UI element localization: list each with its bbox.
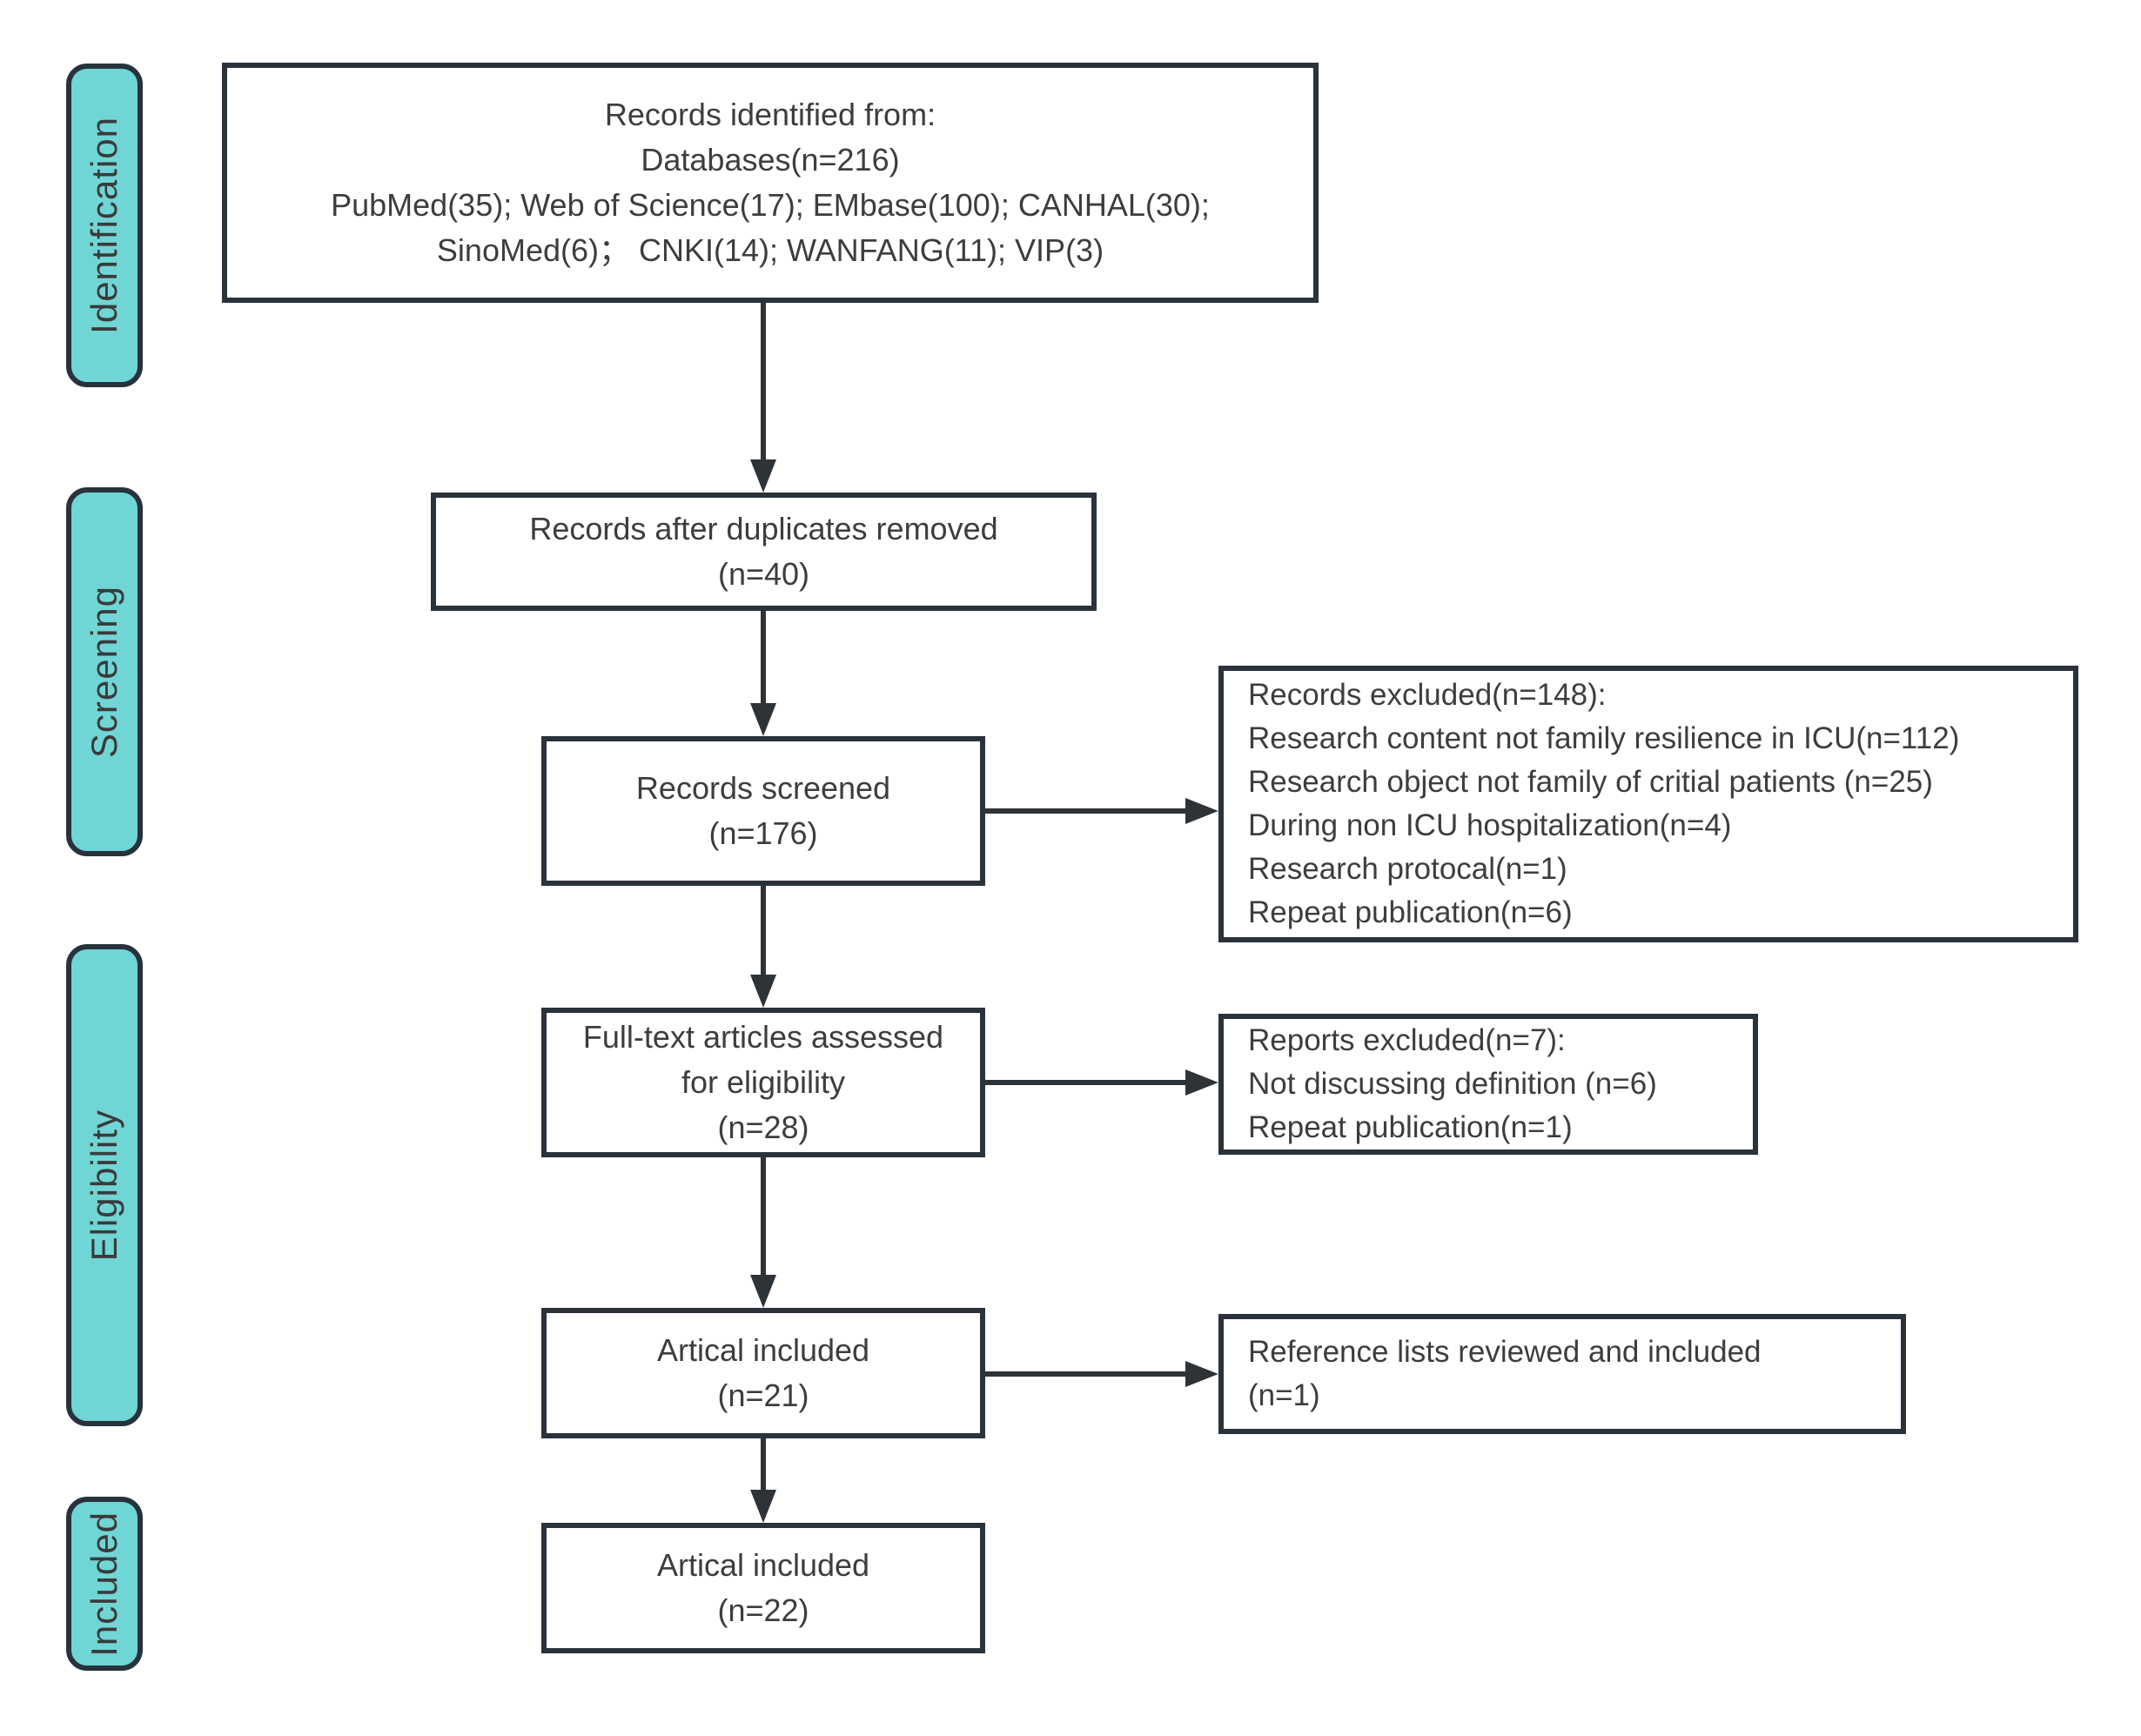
box-line: Records identified from: [604,97,936,132]
stage-label-eligibility: Eligibility [66,944,143,1426]
box-line: PubMed(35); Web of Science(17); EMbase(1… [331,187,1210,223]
box-article-included-21: Artical included (n=21) [541,1308,985,1438]
box-line: Records screened [635,770,891,806]
box-line: Reference lists reviewed and included [1248,1335,1762,1369]
box-line: Repeat publication(n=1) [1248,1110,1573,1144]
box-line: Not discussing definition (n=6) [1248,1067,1657,1101]
box-reports-excluded: Reports excluded(n=7): Not discussing de… [1218,1014,1758,1155]
box-line: Research object not family of critial pa… [1248,765,1933,799]
box-line: Reports excluded(n=7): [1248,1023,1566,1057]
box-line: Artical included [656,1332,870,1368]
box-records-screened: Records screened (n=176) [541,736,985,886]
box-line: Repeat publication(n=6) [1248,895,1573,929]
stage-label-text: Identification [84,117,124,334]
box-reference-lists: Reference lists reviewed and included (n… [1218,1314,1906,1434]
box-line: Research protocal(n=1) [1248,852,1567,886]
box-records-excluded: Records excluded(n=148): Research conten… [1218,666,2078,942]
box-line: Records excluded(n=148): [1248,678,1607,712]
box-records-identified: Records identified from: Databases(n=216… [222,63,1319,303]
box-line: Artical included [656,1547,870,1583]
box-line: Records after duplicates removed [529,511,998,546]
box-line: Databases(n=216) [641,142,900,178]
box-line: (n=22) [717,1592,809,1628]
stage-label-identification: Identification [66,64,143,387]
box-line: (n=40) [717,556,810,592]
box-line: SinoMed(6)； CNKI(14); WANFANG(11); VIP(3… [436,232,1104,268]
box-line: During non ICU hospitalization(n=4) [1248,808,1732,842]
box-line: (n=28) [717,1109,809,1145]
box-duplicates-removed: Records after duplicates removed (n=40) [431,493,1097,611]
stage-label-text: Eligibility [84,1109,124,1262]
stage-label-text: Screening [84,585,124,759]
box-line: for eligibility [681,1064,846,1100]
stage-label-included: Included [66,1497,143,1671]
box-line: Full-text articles assessed [582,1019,944,1055]
stage-label-screening: Screening [66,487,143,856]
box-fulltext-assessed: Full-text articles assessed for eligibil… [541,1008,985,1157]
box-line: (n=1) [1248,1378,1320,1412]
box-line: (n=176) [708,815,818,851]
box-line: (n=21) [717,1377,809,1413]
box-line: Research content not family resilience i… [1248,721,1960,755]
box-article-included-22: Artical included (n=22) [541,1523,985,1653]
stage-label-text: Included [84,1511,124,1657]
